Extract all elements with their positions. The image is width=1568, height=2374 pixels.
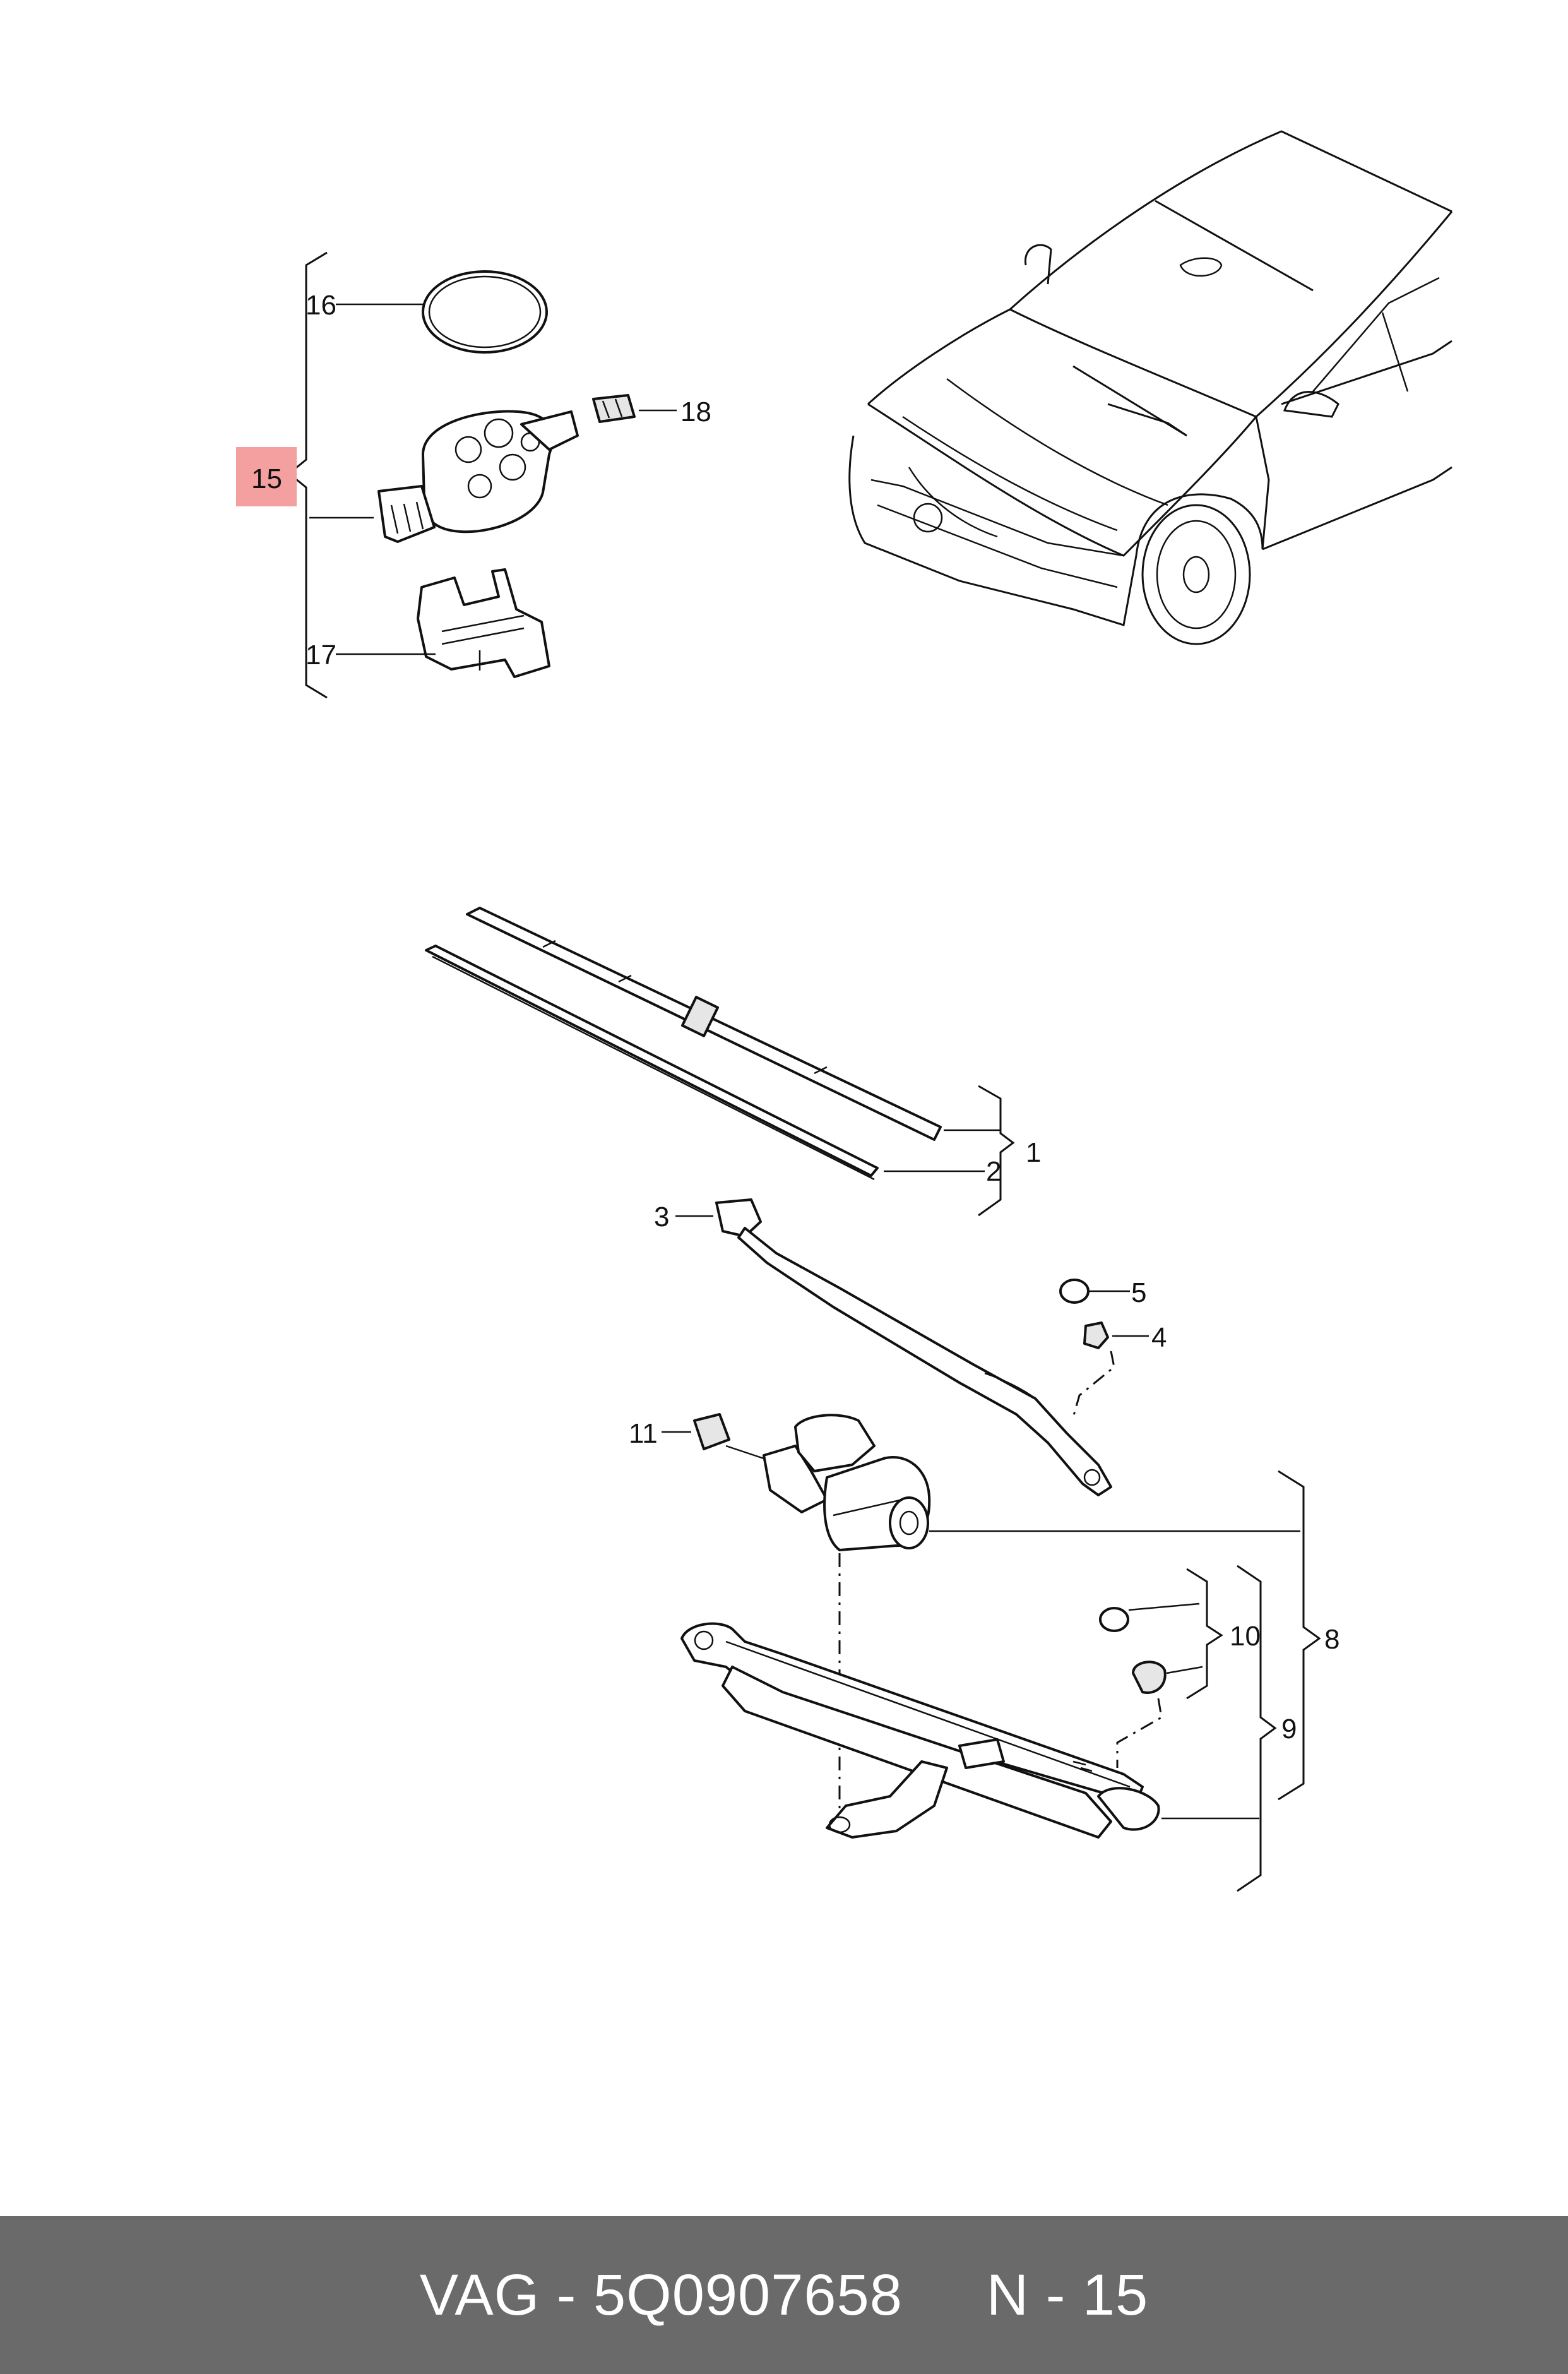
leader-10b [1166,1666,1203,1674]
footer-bar: VAG - 5Q0907658 N - 15 [0,2216,1568,2374]
leader-10a [1128,1602,1200,1611]
callout-8[interactable]: 8 [1324,1624,1339,1655]
cover-cap [1059,1279,1090,1304]
highlight-box-15 [236,447,297,506]
group-8-brace [1278,1470,1321,1801]
motor-connector [693,1413,730,1450]
rain-sensor-group: 15 16 18 17 [236,251,711,699]
assembly-line-4 [1072,1351,1115,1418]
wiper-blade [425,907,942,1181]
callout-3[interactable]: 3 [654,1202,669,1232]
callout-1[interactable]: 1 [1026,1137,1041,1168]
assembly-line-10 [1116,1698,1163,1768]
car-illustration [848,130,1453,645]
wiper-blade-rubber [425,945,879,1177]
callout-10[interactable]: 10 [1230,1621,1261,1652]
callout-15[interactable]: 15 [251,463,282,494]
callout-9[interactable]: 9 [1281,1714,1297,1745]
parts-diagram: 15 16 18 17 [236,130,1453,1892]
callout-5[interactable]: 5 [1131,1277,1146,1308]
gel-pad [422,270,548,354]
callout-11[interactable]: 11 [629,1418,658,1449]
callout-16[interactable]: 16 [306,290,336,321]
sensor-bracket [417,568,550,678]
wheel [1141,504,1251,645]
wiper-motor [763,1414,931,1551]
callout-18[interactable]: 18 [680,397,711,427]
vw-logo-icon [913,503,943,533]
callout-2[interactable]: 2 [986,1156,1001,1187]
group-9-brace [1237,1565,1277,1892]
callout-17[interactable]: 17 [306,640,336,671]
part-number-label: VAG - 5Q0907658 N - 15 [419,2262,1149,2327]
connector-18 [592,394,636,423]
gel-pad-inner [428,275,542,349]
wiper-arm [715,1198,1112,1496]
hex-nut [1083,1321,1109,1349]
linkage-cap [1099,1607,1129,1632]
group-1-brace [978,1085,1015,1217]
linkage-nut [1132,1661,1167,1694]
group-10-brace [1186,1568,1223,1700]
callout-4[interactable]: 4 [1151,1322,1167,1353]
rain-sensor [377,410,579,543]
wiper-linkage [680,1622,1160,1839]
